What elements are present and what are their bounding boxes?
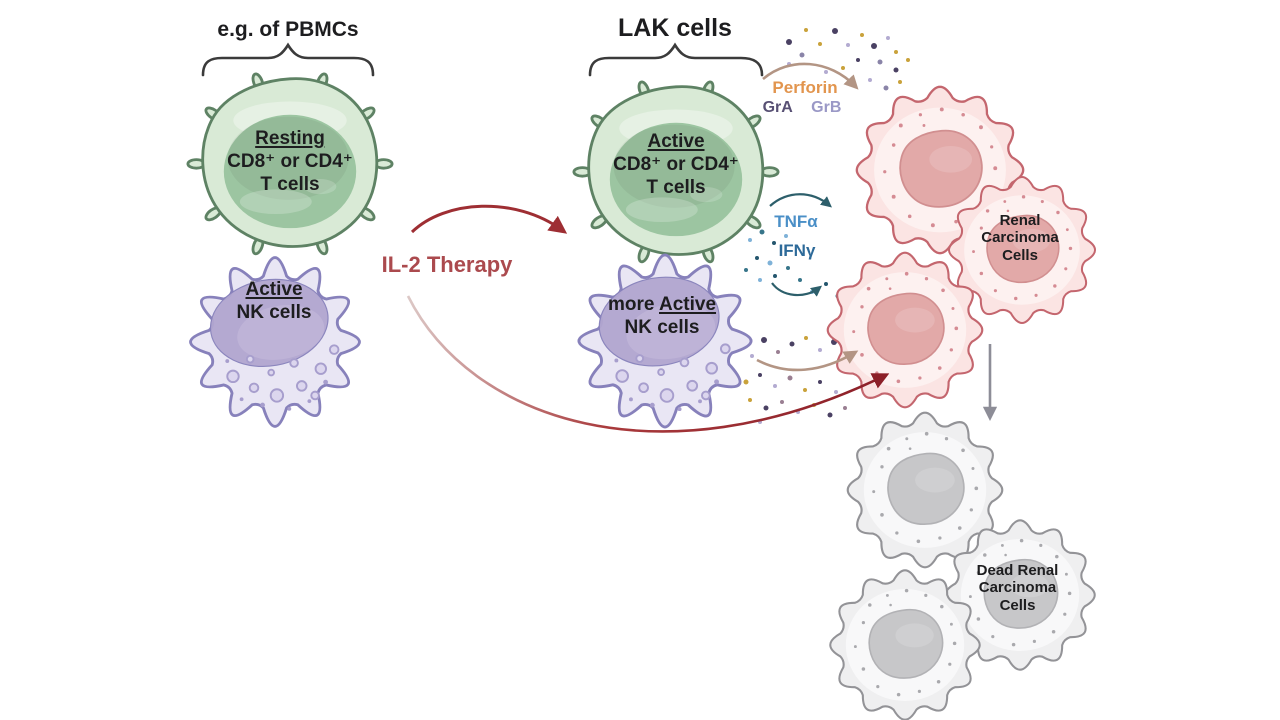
renal-carcinoma-cells-label: Renal Carcinoma Cells <box>981 212 1059 264</box>
lak-t-cell-state: Active <box>647 131 705 152</box>
t-cell-state: Resting <box>255 128 325 149</box>
il2-therapy-label: IL-2 Therapy <box>381 252 513 277</box>
cytokine-arrow-top <box>769 193 832 208</box>
active-nk-cell-label: Active NK cells <box>174 279 374 325</box>
nk-cell-state: Active <box>245 279 303 300</box>
lak-nk-cell-type: NK cells <box>624 316 700 338</box>
lak-kill-arrow <box>406 295 890 433</box>
dead-renal-carcinoma-cells-label: Dead Renal Carcinoma Cells <box>976 562 1059 614</box>
t-cell-markers: CD8⁺ or CD4⁺ <box>227 150 353 172</box>
lak-more-active-nk-cell-illustration <box>578 254 752 428</box>
lak-t-cell-label: Active CD8⁺ or CD4⁺ T cells <box>576 131 776 199</box>
granzyme-b-label: GrB <box>811 99 842 116</box>
ifn-gamma-label: IFNγ <box>778 241 816 260</box>
perforin-secretion-arrow <box>762 62 859 90</box>
t-cell-type: T cells <box>260 173 320 195</box>
pbmc-bracket <box>201 42 375 77</box>
granzyme-labels: GrA GrB <box>742 99 862 118</box>
pbmc-group-title: e.g. of PBMCs <box>217 18 359 41</box>
perforin-granzyme-dots <box>786 28 910 91</box>
nk-secretion-arrow <box>756 350 859 372</box>
il2-therapy-arrow <box>410 204 568 234</box>
resting-t-cell-label: Resting CD8⁺ or CD4⁺ T cells <box>190 128 390 196</box>
lak-bracket <box>588 42 764 77</box>
lak-nk-cell-label: more Active NK cells <box>562 294 762 340</box>
nk-cell-type: NK cells <box>236 301 312 323</box>
tnf-alpha-label: TNFα <box>774 212 818 231</box>
cytokine-dots <box>744 229 841 299</box>
lak-t-cell-type: T cells <box>646 176 706 198</box>
perforin-label: Perforin <box>772 78 838 97</box>
cytokine-arrow-bottom <box>771 282 823 297</box>
lak-nk-cell-state-line: more Active <box>607 294 717 315</box>
lak-group-title: LAK cells <box>618 14 732 42</box>
granzyme-a-label: GrA <box>762 99 793 116</box>
lak-t-cell-markers: CD8⁺ or CD4⁺ <box>613 153 739 175</box>
